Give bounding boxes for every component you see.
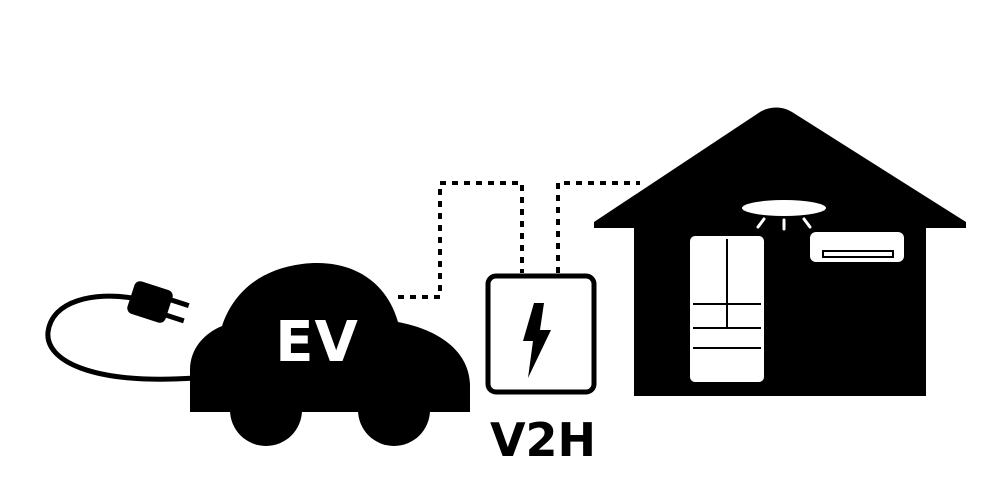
v2h-charger-icon xyxy=(485,273,597,395)
car-rear-wheel xyxy=(230,374,302,446)
plug-body xyxy=(127,281,173,323)
house-roof xyxy=(594,107,966,228)
ac-unit xyxy=(810,232,904,262)
lightning-bolt-icon xyxy=(523,303,551,378)
charging-plug-icon xyxy=(45,281,196,382)
charging-cable xyxy=(45,293,196,382)
light-fixture xyxy=(742,200,826,216)
ac-vent xyxy=(822,250,894,258)
ev-label: EV xyxy=(275,310,359,375)
refrigerator-icon xyxy=(690,236,764,382)
v2h-to-house-line xyxy=(556,181,640,273)
plug-prong xyxy=(162,311,185,324)
connection-lines xyxy=(398,181,640,299)
electric-car-icon xyxy=(190,263,470,446)
air-conditioner-icon xyxy=(810,232,904,262)
plug-prong xyxy=(167,296,190,309)
car-front-wheel xyxy=(358,374,430,446)
v2h-label: V2H xyxy=(489,413,597,467)
house-icon xyxy=(594,107,966,396)
car-to-v2h-line xyxy=(398,181,524,299)
ceiling-light-icon xyxy=(742,200,826,231)
